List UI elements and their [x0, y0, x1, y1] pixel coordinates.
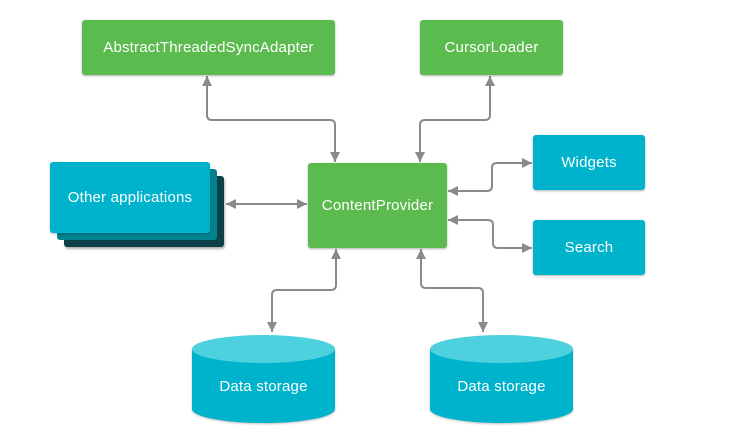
node-data-storage-right: Data storage — [430, 335, 573, 423]
node-label: ContentProvider — [321, 197, 434, 214]
cylinder-top — [192, 335, 335, 363]
node-label: Search — [564, 239, 614, 256]
node-label: CursorLoader — [444, 39, 539, 56]
connector-content-provider-widgets — [448, 158, 532, 196]
node-label: Data storage — [219, 377, 308, 395]
connector-content-provider-search — [448, 215, 532, 253]
node-content-provider: ContentProvider — [308, 163, 447, 248]
node-search: Search — [533, 220, 645, 275]
node-label: Other applications — [67, 189, 193, 206]
connector-content-provider-data-storage-right — [416, 249, 488, 332]
connector-sync-adapter-content-provider — [202, 76, 340, 162]
cylinder-top — [430, 335, 573, 363]
node-label: Widgets — [561, 154, 617, 171]
node-data-storage-left: Data storage — [192, 335, 335, 423]
node-label: Data storage — [457, 377, 546, 395]
node-other-applications: Other applications — [50, 162, 224, 247]
connector-content-provider-data-storage-left — [267, 249, 341, 332]
node-abstract-threaded-sync-adapter: AbstractThreadedSyncAdapter — [82, 20, 335, 75]
node-widgets: Widgets — [533, 135, 645, 190]
node-label: AbstractThreadedSyncAdapter — [103, 39, 314, 56]
connector-cursor-loader-content-provider — [415, 76, 495, 162]
stack-card-front: Other applications — [50, 162, 210, 233]
node-cursor-loader: CursorLoader — [420, 20, 563, 75]
